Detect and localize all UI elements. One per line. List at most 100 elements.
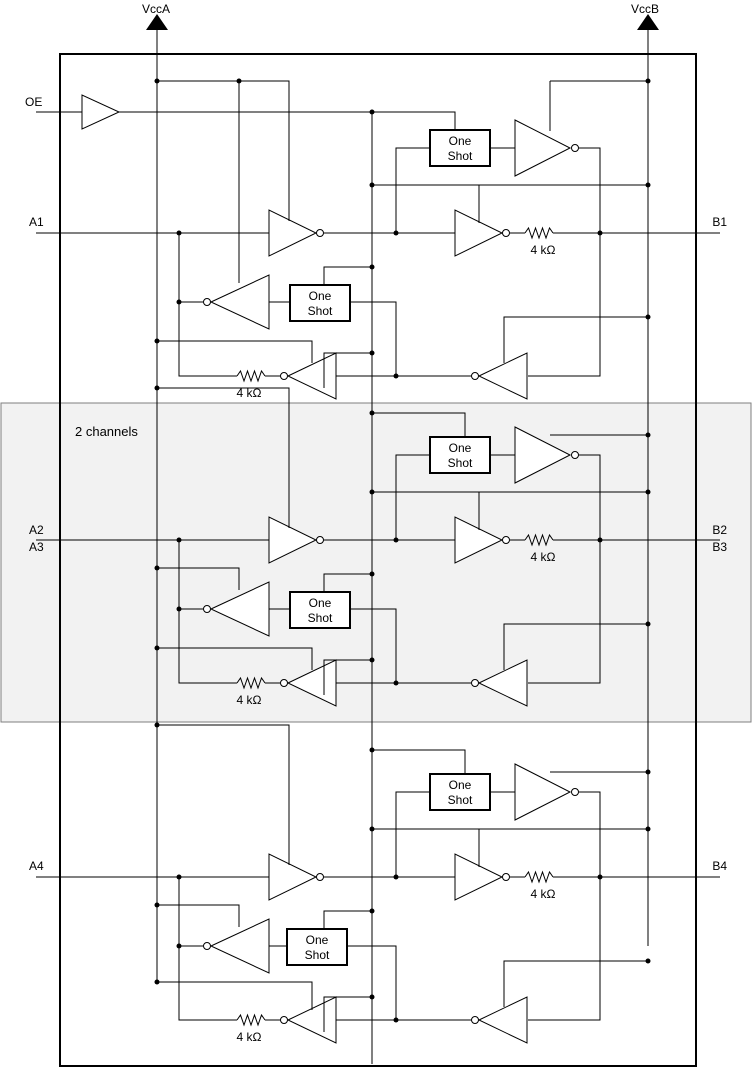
- ch1-vcca-feed-dot: [154, 78, 160, 84]
- ch2-one-shot-b-input-dot: [393, 537, 399, 543]
- ch1-a-to-b-bubble: [316, 229, 324, 237]
- ch1-a-return-wire: [178, 233, 237, 377]
- device-outline: [59, 53, 697, 1067]
- ch3-a-node-bubble-dot: [176, 943, 182, 949]
- ch3-a-resistor: [236, 1013, 266, 1027]
- vccb-label: VccB: [631, 2, 659, 16]
- ch2-one-shot-a-enable-dot: [369, 571, 375, 577]
- ch3-vcca-feed-dot: [154, 722, 160, 728]
- ch3-a-resistor-label: 4 kΩ: [237, 1030, 262, 1044]
- ch2-one-shot-b-label-2: Shot: [448, 456, 473, 470]
- ch1-b-return-vccb: [503, 316, 648, 363]
- ch3-one-shot-b-input: [395, 791, 430, 877]
- ch3-one-shot-b-label-1: One: [449, 778, 472, 792]
- ch2-a-label-2: A3: [29, 540, 44, 554]
- ch2-a-resistor-label: 4 kΩ: [237, 693, 262, 707]
- ch2-b-resistor: [524, 533, 554, 547]
- ch3-b-label: B4: [712, 859, 727, 873]
- ch2-one-shot-a-enable: [323, 573, 372, 592]
- ch3-one-shot-b-driver-bubble: [571, 788, 579, 796]
- oe-junction: [369, 109, 375, 115]
- ch3-a-to-b-buffer: [268, 853, 318, 901]
- ch1-one-shot-b-label-2: Shot: [448, 149, 473, 163]
- ch1-one-shot-a-enable: [323, 266, 372, 285]
- ch2-vcca-feed: [155, 387, 290, 528]
- ch2-b-driver-bubble: [502, 536, 510, 544]
- ch1-a-driver-bubble: [203, 298, 211, 306]
- ch2-b-return-vccb: [503, 623, 648, 670]
- ch3-one-shot-a-label-1: One: [306, 933, 329, 947]
- ch2-a-node-dot: [176, 537, 182, 543]
- ch2-one-shot-b-driver-bubble: [571, 451, 579, 459]
- ch3-one-shot-b-label-2: Shot: [448, 793, 473, 807]
- ch3-b-node-dot: [597, 874, 603, 880]
- ch3-one-shot-b-input-dot: [393, 874, 399, 880]
- ch3-vcca-feed-2-dot: [154, 902, 160, 908]
- ch2-vccb-feed-top-dot: [645, 432, 651, 438]
- ch2-one-shot-a-label-1: One: [309, 596, 332, 610]
- ch1-b-return-buffer: [477, 352, 528, 400]
- ch3-b-return-vccb-dot: [645, 958, 651, 964]
- ch1-one-shot-b-driver-bubble: [571, 144, 579, 152]
- ch3-b-resistor: [524, 870, 554, 884]
- ch1-b-resistor-label: 4 kΩ: [531, 243, 556, 257]
- ch1-b-feedback-wire: [528, 147, 601, 377]
- ch3-one-shot-a-enable-dot: [369, 908, 375, 914]
- ch2-a-to-b-bubble: [316, 536, 324, 544]
- ch3-vccb-enable-vccb-dot: [645, 826, 651, 832]
- ch1-one-shot-b-driver: [514, 119, 572, 177]
- ch3-a-to-b-bubble: [316, 873, 324, 881]
- ch3-a-label: A4: [29, 859, 44, 873]
- ch1-b-return-vccb-dot: [645, 314, 651, 320]
- ch1-b-return-bubble: [471, 372, 479, 380]
- ch2-a-node-bubble-dot: [176, 606, 182, 612]
- ch2-one-shot-b-driver: [514, 426, 572, 484]
- ch1-one-shot-a-input: [350, 301, 397, 376]
- ch3-vccb-feed-top-dot: [645, 769, 651, 775]
- ch1-a-return-vcca: [155, 340, 313, 363]
- ch2-vcca-feed-dot: [154, 385, 160, 391]
- vccb-arrow: [637, 14, 659, 30]
- ch1-a-node-bubble-dot: [176, 299, 182, 305]
- ch2-a-label-1: A2: [29, 523, 44, 537]
- ch1-one-shot-b-input-dot: [393, 230, 399, 236]
- ch2-oe-to-one-shot: [372, 412, 466, 440]
- ch1-a-return-enable-dot: [369, 350, 375, 356]
- ch3-a-return-bubble: [280, 1016, 288, 1024]
- ch2-a-return-vcca: [155, 647, 313, 670]
- ch3-one-shot-b-box: [429, 773, 491, 811]
- ch3-one-shot-a-input: [347, 945, 397, 1020]
- ch3-one-shot-a-label-2: Shot: [305, 948, 330, 962]
- ch3-one-shot-b-driver: [514, 763, 572, 821]
- ch2-vcca-feed-2: [155, 567, 240, 590]
- ch2-vccb-enable-oe-dot: [369, 489, 375, 495]
- ch3-b-resistor-label: 4 kΩ: [531, 887, 556, 901]
- ch3-oe-to-one-shot: [372, 749, 466, 777]
- ch2-a-driver-bubble: [203, 605, 211, 613]
- ch3-a-return-vcca: [155, 981, 313, 1010]
- ch3-b-driver-bubble: [502, 873, 510, 881]
- ch3-a-return-enable-dot: [369, 994, 375, 1000]
- ch2-one-shot-a-box: [289, 591, 351, 629]
- ch2-vcca-feed-2-dot: [154, 565, 160, 571]
- ch1-a-label: A1: [29, 215, 44, 229]
- ch2-one-shot-b-input: [395, 454, 430, 540]
- ch1-vccb-feed-top-dot: [645, 78, 651, 84]
- ch3-one-shot-a-box: [286, 928, 348, 966]
- ch2-a-return-enable-dot: [369, 657, 375, 663]
- ch1-a-node-dot: [176, 230, 182, 236]
- ch1-one-shot-a-enable-dot: [369, 264, 375, 270]
- ch3-one-shot-a-enable: [323, 910, 372, 929]
- oe-label: OE: [25, 95, 42, 109]
- ch2-b-to-a-node-dot: [393, 680, 399, 686]
- ch1-vccb-enable-oe-dot: [369, 182, 375, 188]
- ch2-oe-branch-dot: [369, 410, 375, 416]
- ch3-b-return-bubble: [471, 1016, 479, 1024]
- ch2-b-label-1: B2: [712, 523, 727, 537]
- ch1-one-shot-a-label-2: Shot: [308, 304, 333, 318]
- ch2-b-return-bubble: [471, 679, 479, 687]
